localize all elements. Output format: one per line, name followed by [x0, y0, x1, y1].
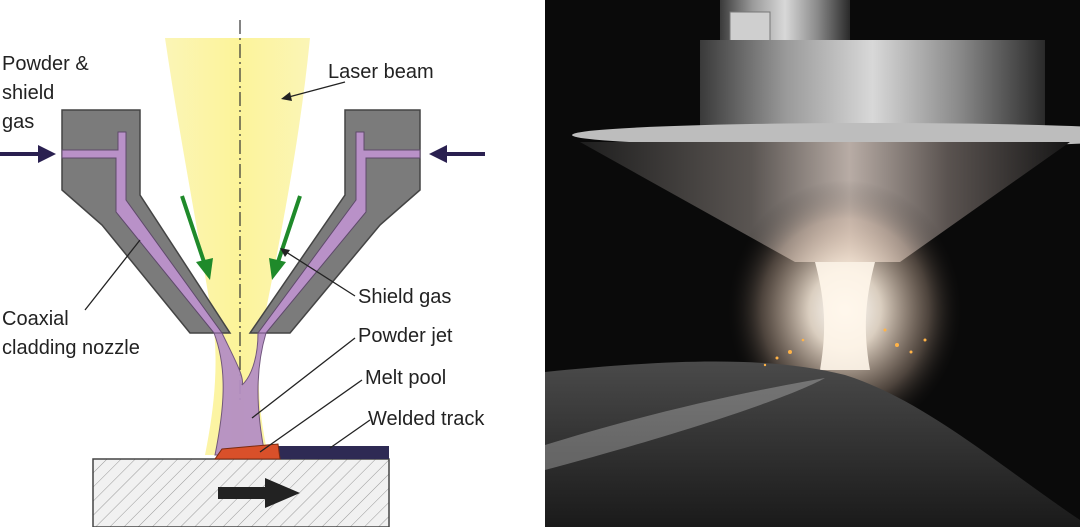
right-feed-arrow — [429, 145, 485, 163]
powder-jet-shape — [213, 332, 267, 456]
leader-powder-jet — [251, 337, 356, 419]
right-shield-gas-arrow — [269, 195, 302, 280]
workpiece-surface — [545, 361, 1080, 527]
leader-laser-beam — [284, 81, 346, 99]
left-nozzle — [61, 109, 232, 334]
melt-pool-shape — [214, 443, 281, 460]
label-powder-jet: Powder jet — [358, 325, 453, 347]
plume-core — [815, 262, 875, 370]
label-powder-line3: gas — [2, 111, 34, 133]
label-powder-line2: shield — [2, 82, 54, 104]
travel-direction-arrow — [218, 478, 300, 508]
leader-welded-track — [329, 419, 371, 449]
label-powder-line1: Powder & — [2, 53, 89, 75]
label-coaxial-line1: Coaxial — [2, 308, 69, 330]
leader-coaxial-nozzle — [84, 239, 141, 311]
sparks — [763, 328, 927, 367]
workpiece-highlight — [545, 378, 825, 470]
leader-shield-gas — [282, 249, 356, 297]
label-welded-track: Welded track — [368, 408, 485, 430]
leader-shield-gas-arrowhead — [280, 248, 290, 257]
laser-beam-shape — [165, 38, 310, 455]
left-shield-gas-arrow — [180, 195, 213, 280]
label-melt-pool: Melt pool — [365, 367, 446, 389]
process-photo — [545, 0, 1080, 527]
leader-melt-pool — [259, 379, 363, 453]
nozzle-cylinder — [700, 40, 1045, 135]
nozzle-cylinder-rim — [572, 123, 1080, 147]
right-nozzle — [248, 109, 421, 334]
leader-laser-beam-arrowhead — [281, 92, 292, 101]
welded-track-shape — [255, 446, 389, 459]
cladding-diagram: Powder & shield gas Laser beam Coaxial c… — [0, 20, 485, 527]
label-coaxial-line2: cladding nozzle — [2, 337, 140, 359]
label-shield-gas: Shield gas — [358, 286, 451, 308]
label-laser-beam: Laser beam — [328, 61, 434, 83]
left-feed-arrow — [0, 145, 56, 163]
